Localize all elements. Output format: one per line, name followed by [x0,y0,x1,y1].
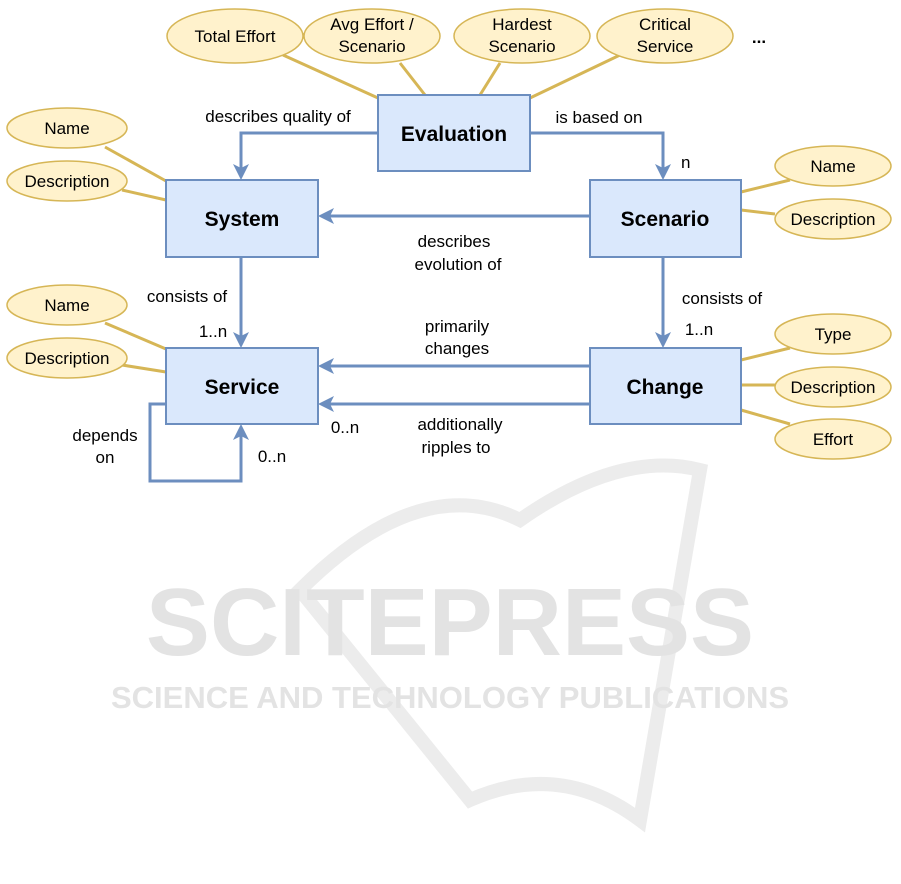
svg-text:Hardest: Hardest [492,15,552,34]
entity-evaluation: Evaluation [377,94,531,172]
entity-change: Change [589,347,742,425]
svg-text:Effort: Effort [813,430,854,449]
svg-text:Name: Name [44,296,89,315]
svg-text:Type: Type [815,325,852,344]
system-attribute-description: Description [6,160,128,202]
change-attribute-effort: Effort [774,418,892,460]
svg-text:Description: Description [24,172,109,191]
watermark-book-icon [290,458,708,833]
svg-text:Description: Description [790,210,875,229]
service-attribute-name: Name [6,284,128,326]
more-attributes-ellipsis: ... [752,28,766,47]
svg-text:Scenario: Scenario [621,208,710,231]
watermark: SCITEPRESS SCIENCE AND TECHNOLOGY PUBLIC… [111,458,789,833]
label-describes-quality: describes quality of [205,107,351,126]
label-evolution-2: evolution of [415,255,502,274]
system-attribute-name: Name [6,107,128,149]
scenario-attribute-name: Name [774,145,892,187]
label-based-on: is based on [556,108,643,127]
entity-system: System [165,179,319,258]
label-ripples-1: additionally [417,415,503,434]
attribute-total-effort: Total Effort [166,8,304,64]
label-depends-2: on [96,448,115,467]
service-attribute-description: Description [6,337,128,379]
relation-labels: describes quality of is based on n descr… [72,107,762,467]
label-evolution-1: describes [418,232,491,251]
label-scenario-consists: consists of [682,289,763,308]
entity-scenario: Scenario [589,179,742,258]
svg-text:Total Effort: Total Effort [195,27,276,46]
svg-text:System: System [205,208,280,231]
relationship-edges [148,131,671,483]
card-based-on: n [681,153,690,172]
svg-text:Change: Change [626,376,703,399]
label-ripples-2: ripples to [422,438,491,457]
svg-text:Name: Name [44,119,89,138]
change-attribute-type: Type [774,313,892,355]
svg-text:Evaluation: Evaluation [401,123,507,146]
label-depends-1: depends [72,426,137,445]
label-system-consists: consists of [147,287,228,306]
svg-text:Service: Service [205,376,280,399]
scenario-attribute-description: Description [774,198,892,240]
card-ripples: 0..n [331,418,359,437]
card-depends: 0..n [258,447,286,466]
svg-text:Description: Description [790,378,875,397]
card-scenario-consists: 1..n [685,320,713,339]
entity-service: Service [165,347,319,425]
svg-text:Scenario: Scenario [338,37,405,56]
svg-text:Avg Effort /: Avg Effort / [330,15,414,34]
attribute-lines [104,53,791,426]
card-system-consists: 1..n [199,322,227,341]
attribute-critical-service: Critical Service [596,8,734,64]
svg-text:Critical: Critical [639,15,691,34]
watermark-subtitle: SCIENCE AND TECHNOLOGY PUBLICATIONS [111,680,789,715]
watermark-title: SCITEPRESS [146,569,754,676]
attribute-hardest-scenario: Hardest Scenario [453,8,591,64]
label-primarily-1: primarily [425,317,490,336]
label-primarily-2: changes [425,339,489,358]
change-attribute-description: Description [774,366,892,408]
svg-text:Service: Service [637,37,694,56]
svg-text:Name: Name [810,157,855,176]
svg-text:Description: Description [24,349,109,368]
svg-text:Scenario: Scenario [488,37,555,56]
attribute-avg-effort: Avg Effort / Scenario [303,8,441,64]
